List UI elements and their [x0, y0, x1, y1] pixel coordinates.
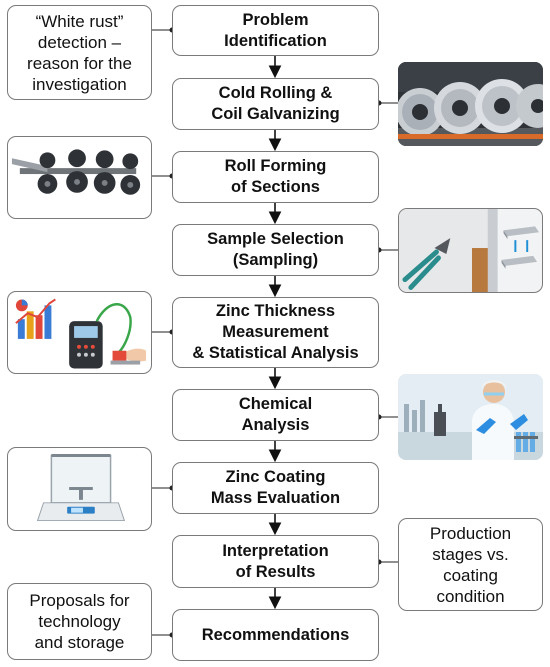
step-cold-rolling: Cold Rolling &Coil Galvanizing — [172, 78, 379, 130]
analytical-balance-image — [7, 447, 152, 531]
step-recommendations: Recommendations — [172, 609, 379, 661]
chemical-lab-image — [398, 374, 543, 460]
roll-forming-image — [7, 136, 152, 219]
sampling-image — [398, 208, 543, 293]
note-production-stages: Production stages vs. coating condition — [398, 518, 543, 611]
note-proposals: Proposals for technology and storage — [7, 583, 152, 660]
note-white-rust: “White rust” detection – reason for the … — [7, 5, 152, 100]
step-sample-selection: Sample Selection(Sampling) — [172, 224, 379, 276]
thickness-gauge-image — [7, 291, 152, 374]
steel-coils-image — [398, 62, 543, 146]
